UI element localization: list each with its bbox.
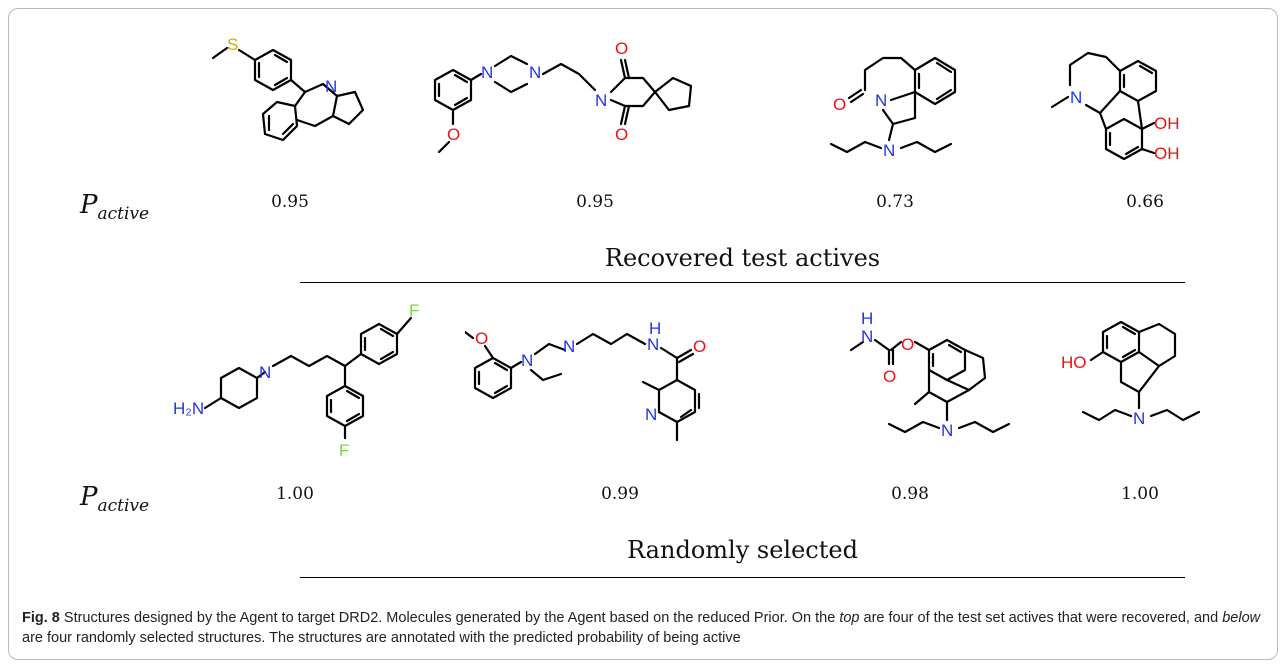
bottom-value-4: 1.00 (1121, 484, 1159, 504)
atom-label-oh: OH (1154, 114, 1180, 133)
atom-label-h: H (649, 322, 661, 338)
atom-label-o: O (615, 39, 628, 58)
atom-label-ho: HO (1061, 353, 1087, 372)
atom-label-n: N (861, 327, 873, 346)
p-symbol: P (80, 482, 98, 512)
atom-label-f: F (339, 441, 349, 460)
bottom-value-3: 0.98 (891, 484, 929, 504)
molecule-bottom-1: H₂N N N F F (173, 301, 419, 460)
caption-em-top: top (839, 610, 860, 626)
atom-label-o: O (833, 95, 846, 114)
caption-text-1: Structures designed by the Agent to targ… (63, 610, 840, 626)
atom-label-n: N (941, 421, 953, 440)
molecule-bottom-4: HO N (1061, 320, 1201, 428)
atom-label-n: N (563, 337, 575, 356)
atom-label-h2n: H₂N (173, 399, 204, 418)
bottom-value-1: 1.00 (276, 484, 314, 504)
top-value-1: 0.95 (271, 192, 309, 212)
atom-label-n: N (647, 335, 659, 354)
top-row-rule (300, 282, 1185, 283)
atom-label-s: S (227, 35, 238, 54)
top-value-4: 0.66 (1126, 192, 1164, 212)
atom-label-n: N (1070, 88, 1082, 107)
molecule-bottom-3: N H O O N (849, 312, 1011, 440)
atom-label-n: N (1133, 409, 1145, 428)
bottom-row-title: Randomly selected (627, 536, 858, 564)
atom-label-o: O (615, 125, 628, 144)
top-row-title: Recovered test actives (604, 244, 881, 272)
atom-label-oh: OH (1154, 144, 1180, 163)
atom-label-f: F (409, 301, 419, 320)
molecule-bottom-2: O N N N H O N (465, 322, 706, 442)
molecule-top-4: N OH OH (1050, 51, 1180, 163)
atom-label-n: N (645, 405, 657, 424)
atom-label-o: O (447, 125, 460, 144)
atom-label-n: N (529, 63, 541, 82)
top-value-3: 0.73 (876, 192, 914, 212)
atom-label-o: O (901, 335, 914, 354)
atom-label-n: N (875, 91, 887, 110)
bottom-value-2: 0.99 (601, 484, 639, 504)
caption-text-3: are four randomly selected structures. T… (22, 630, 741, 646)
atom-label-n: N (325, 77, 337, 96)
atom-label-n: N (521, 351, 533, 370)
atom-label-n: N (481, 63, 493, 82)
atom-label-n: N (883, 141, 895, 160)
p-subscript: active (97, 496, 150, 516)
bottom-row-rule (300, 577, 1185, 578)
atom-label-n: N (595, 91, 607, 110)
caption-em-below: below (1222, 610, 1261, 626)
p-subscript: active (97, 204, 150, 224)
atom-label-o: O (475, 329, 488, 348)
caption-fig-label: Fig. 8 (22, 610, 60, 626)
top-value-2: 0.95 (576, 192, 614, 212)
p-symbol: P (80, 190, 98, 220)
atom-label-h: H (861, 312, 873, 328)
molecule-top-3: O N N (829, 56, 957, 160)
figure-caption: Fig. 8 Structures designed by the Agent … (22, 608, 1262, 648)
molecule-top-1: S N (211, 35, 365, 142)
figure-frame (8, 8, 1278, 660)
p-active-label-top: Pactive (80, 190, 149, 224)
atom-label-n: N (259, 363, 271, 382)
caption-text-2: are four of the test set actives that we… (859, 610, 1223, 626)
atom-label-o: O (693, 337, 706, 356)
p-active-label-bottom: Pactive (80, 482, 149, 516)
molecule-top-2: O N N N O O (433, 39, 693, 154)
atom-label-o: O (883, 367, 896, 386)
